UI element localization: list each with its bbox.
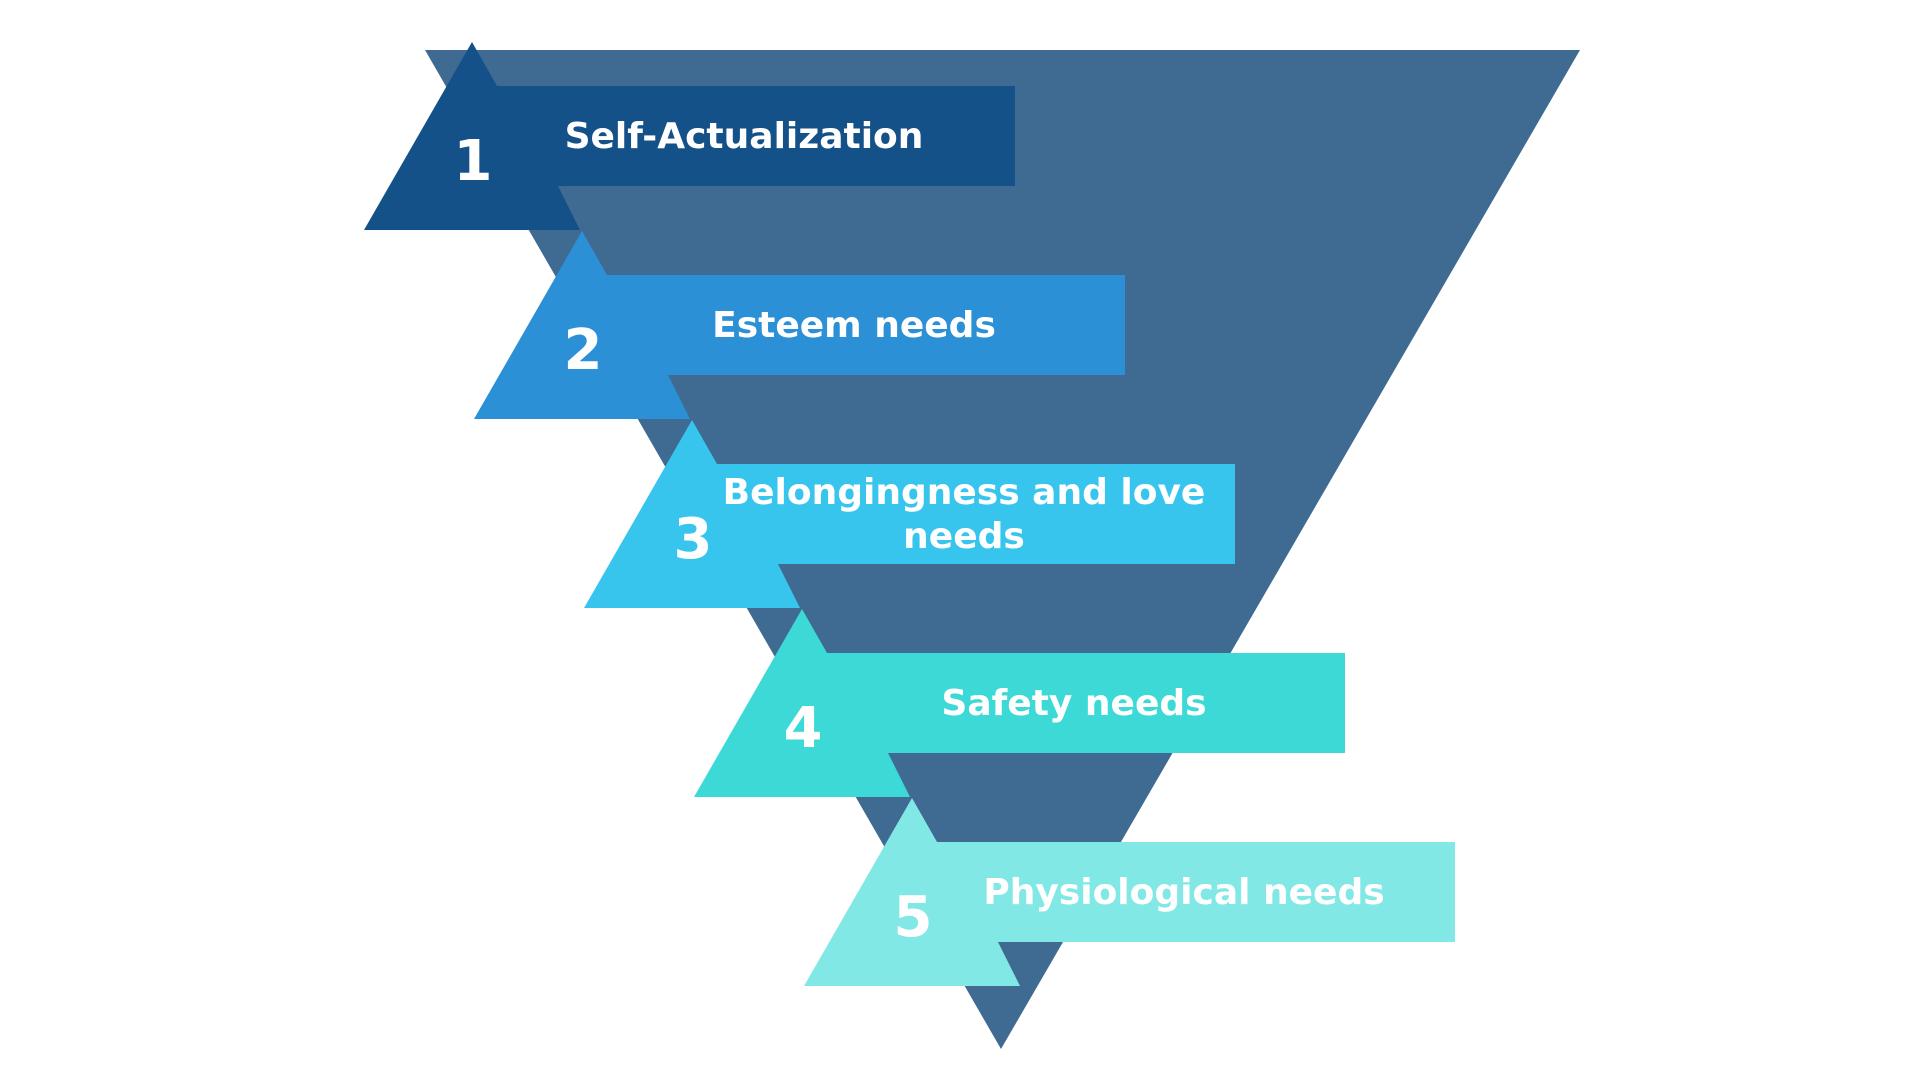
level-2-number: 2 (564, 318, 603, 383)
level-5-banner (804, 798, 1455, 986)
level-4-number: 4 (784, 696, 823, 761)
level-1-label-line-1: Self-Actualization (565, 116, 924, 157)
level-4-label-line-1: Safety needs (941, 683, 1206, 724)
level-3-number: 3 (674, 507, 713, 572)
level-3-label-line-2: needs (903, 516, 1025, 557)
levels-group: 1 Self-Actualization 2 Esteem needs 3Belongi… (364, 42, 1455, 986)
level-1: 1 Self-Actualization (364, 42, 1015, 230)
level-5: 5 Physiological needs (804, 798, 1455, 986)
level-2-banner (474, 231, 1125, 419)
level-2: 2 Esteem needs (474, 231, 1125, 419)
level-4: 4 Safety needs (694, 609, 1345, 797)
level-2-label-line-1: Esteem needs (712, 305, 996, 346)
level-4-banner (694, 609, 1345, 797)
level-1-banner (364, 42, 1015, 230)
level-3-label-line-1: Belongingness and love (723, 472, 1206, 513)
level-3-banner (584, 420, 1235, 608)
level-5-label-line-1: Physiological needs (983, 872, 1384, 913)
level-1-number: 1 (454, 129, 493, 194)
level-5-number: 5 (894, 885, 933, 950)
